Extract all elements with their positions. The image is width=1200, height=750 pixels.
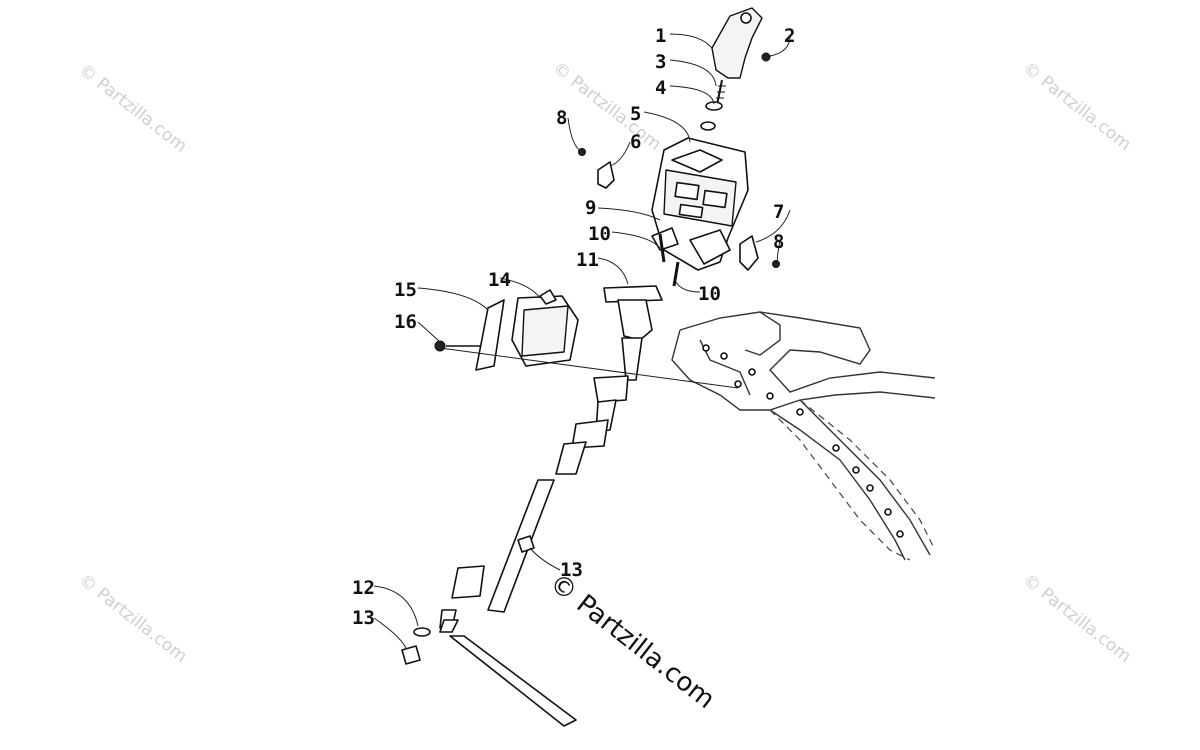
callout-10-left: 10 — [588, 223, 611, 245]
steering-bracket — [651, 137, 749, 271]
watermark-bottom-right: © Partzilla.com — [1019, 570, 1135, 667]
part-7-clip — [739, 235, 759, 271]
callout-2: 2 — [784, 25, 795, 47]
callout-15: 15 — [394, 279, 417, 301]
part-14-cover — [511, 289, 579, 367]
callout-9: 9 — [585, 197, 596, 219]
vehicle-frame — [671, 311, 936, 561]
watermark-top-right: © Partzilla.com — [1019, 58, 1135, 155]
callout-14: 14 — [488, 269, 511, 291]
callout-8-right: 8 — [773, 231, 784, 253]
callout-4: 4 — [655, 77, 666, 99]
callout-6: 6 — [630, 131, 641, 153]
callout-12: 12 — [352, 577, 375, 599]
part-13-nut-lower — [401, 645, 421, 665]
part-16-bolt — [434, 340, 446, 352]
callout-10-right: 10 — [698, 283, 721, 305]
watermark-main: © Partzilla.com — [544, 568, 721, 715]
part-15-plate — [475, 299, 505, 371]
part-8-screw-right — [772, 260, 780, 268]
callout-11: 11 — [576, 249, 599, 271]
part-10-pin-right — [672, 261, 680, 287]
callout-7: 7 — [773, 201, 784, 223]
callout-13-lower: 13 — [352, 607, 375, 629]
callout-1: 1 — [655, 25, 666, 47]
part-1-clamp-cap — [711, 7, 763, 111]
watermark-group: © Partzilla.com © Partzilla.com © Partzi… — [75, 58, 1135, 667]
part-10-pin-left — [658, 233, 666, 263]
callout-8-left: 8 — [556, 107, 567, 129]
part-6-clip — [597, 161, 615, 189]
callout-labels: 1 2 3 4 5 6 7 8 8 9 10 10 11 12 13 13 14… — [352, 25, 795, 629]
part-11-steering-post — [555, 285, 663, 475]
part-12-washer — [413, 627, 431, 637]
part-5-spacer — [700, 121, 716, 131]
callout-3: 3 — [655, 51, 666, 73]
leader-lines — [373, 33, 791, 649]
callout-5: 5 — [630, 103, 641, 125]
part-2-screw — [761, 52, 771, 62]
callout-16: 16 — [394, 311, 417, 333]
lower-steering-shaft — [439, 479, 577, 727]
watermark-bottom-left: © Partzilla.com — [75, 570, 191, 667]
watermark-top-left: © Partzilla.com — [75, 60, 191, 157]
callout-13-upper: 13 — [560, 559, 583, 581]
